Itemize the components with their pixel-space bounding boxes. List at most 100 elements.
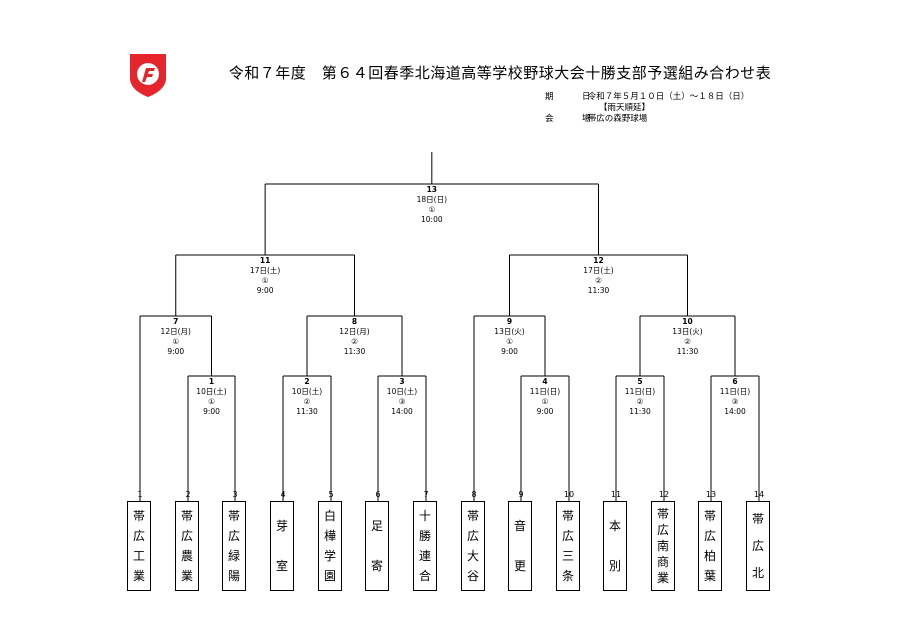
- game-slot: ①: [208, 397, 215, 406]
- game-no: 4: [542, 377, 548, 386]
- game-time: 11:30: [629, 407, 651, 416]
- period-value: 令和７年５月１０日（土）～１８日（日）: [587, 92, 750, 102]
- game-no: 3: [399, 377, 405, 386]
- team-seed: 13: [705, 490, 717, 499]
- venue-key: 会 場: [545, 114, 601, 124]
- team-box: 帯広三条: [556, 501, 580, 591]
- game-time: 11:30: [343, 347, 366, 356]
- team-seed: 7: [423, 490, 429, 499]
- game-time: 11:30: [296, 407, 318, 416]
- rain-note: 【雨天順延】: [599, 103, 651, 113]
- game-slot: ①: [506, 337, 513, 346]
- game-date: 17日(土): [249, 266, 281, 275]
- team-seed: 6: [375, 490, 381, 499]
- game-slot: ②: [636, 397, 644, 406]
- game-date: 10日(土): [291, 387, 323, 396]
- team-seed: 8: [471, 490, 477, 499]
- venue-line: 会 場 帯広の森野球場: [545, 112, 647, 124]
- game-slot: ③: [731, 397, 739, 406]
- team-seed: 12: [658, 490, 670, 499]
- game-no: 2: [304, 377, 310, 386]
- game-no: 10: [682, 317, 693, 326]
- team-seed: 1: [137, 490, 143, 499]
- team-seed: 3: [232, 490, 238, 499]
- page-title: 令和７年度 第６４回春季北海道高等学校野球大会十勝支部予選組み合わせ表: [228, 64, 772, 82]
- game-date: 12日(月): [160, 327, 191, 336]
- team-box: 足寄: [365, 501, 389, 591]
- team-box: 帯広北: [746, 501, 770, 591]
- game-slot: ②: [684, 337, 691, 346]
- team-box: 帯広緑陽: [222, 501, 246, 591]
- team-box: 帯広農業: [175, 501, 199, 591]
- game-no: 7: [173, 317, 179, 326]
- game-no: 1: [208, 377, 215, 386]
- game-no: 6: [732, 377, 738, 386]
- game-no: 5: [637, 377, 643, 386]
- team-seed: 9: [518, 490, 524, 499]
- game-slot: ②: [303, 397, 311, 406]
- period-key: 期 日: [545, 92, 601, 102]
- game-no: 13: [426, 185, 438, 194]
- venue-value: 帯広の森野球場: [587, 114, 648, 124]
- game-slot: ①: [172, 337, 180, 346]
- game-time: 11:30: [587, 286, 610, 295]
- game-time: 14:00: [391, 407, 413, 416]
- game-slot: ③: [398, 397, 406, 406]
- team-box: 本別: [603, 501, 627, 591]
- game-slot: ①: [541, 397, 549, 406]
- game-slot: ①: [261, 276, 269, 285]
- team-seed: 11: [610, 490, 622, 499]
- game-time: 9:00: [167, 347, 185, 356]
- game-slot: ①: [428, 205, 436, 214]
- game-date: 13日(火): [494, 327, 525, 336]
- team-seed: 4: [280, 490, 286, 499]
- game-time: 14:00: [724, 407, 746, 416]
- game-date: 12日(月): [339, 327, 370, 336]
- game-no: 9: [506, 317, 513, 326]
- game-no: 12: [593, 256, 604, 265]
- game-date: 13日(火): [672, 327, 703, 336]
- team-box: 十勝連合: [413, 501, 437, 591]
- team-box: 音更: [508, 501, 532, 591]
- team-seed: 5: [328, 490, 334, 499]
- game-date: 17日(土): [583, 266, 614, 275]
- game-time: 10:00: [421, 215, 443, 224]
- game-time: 9:00: [536, 407, 554, 416]
- game-no: 8: [351, 317, 358, 326]
- logo-icon: [130, 54, 166, 97]
- team-box: 帯広大谷: [461, 501, 485, 591]
- team-box: 帯広工業: [127, 501, 151, 591]
- game-time: 9:00: [501, 347, 518, 356]
- team-seed: 14: [753, 490, 765, 499]
- game-slot: ②: [595, 276, 602, 285]
- game-date: 11日(日): [529, 387, 561, 396]
- game-time: 9:00: [203, 407, 220, 416]
- game-date: 11日(日): [624, 387, 656, 396]
- game-date: 10日(土): [196, 387, 227, 396]
- team-seed: 10: [563, 490, 575, 499]
- team-box: 帯広柏葉: [698, 501, 722, 591]
- game-date: 18日(日): [416, 195, 448, 204]
- game-no: 11: [259, 256, 271, 265]
- team-box: 白樺学園: [318, 501, 342, 591]
- team-box: 芽室: [270, 501, 294, 591]
- game-slot: ②: [351, 337, 358, 346]
- team-seed: 2: [185, 490, 191, 499]
- team-box: 帯広南商業: [651, 501, 675, 591]
- game-time: 9:00: [256, 286, 274, 295]
- game-time: 11:30: [676, 347, 699, 356]
